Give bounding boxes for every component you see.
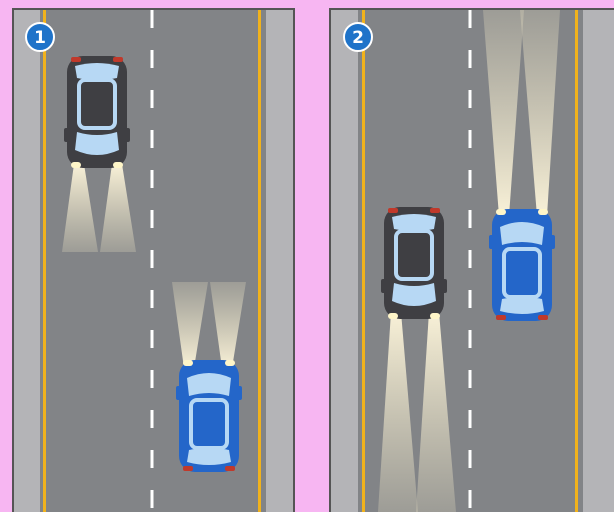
panel-2-blue-car (489, 209, 555, 321)
panel-1-right-yellow-line (258, 10, 261, 512)
panel-2-right-yellow-line (575, 10, 578, 512)
panel-1-number-badge: 1 (26, 23, 54, 51)
panel-1-dark-car (64, 56, 130, 168)
panel-2-number: 2 (352, 28, 364, 48)
panel-1: 1 (12, 8, 295, 512)
panel-1-left-yellow-line (43, 10, 46, 512)
panel-1-blue-car (176, 360, 242, 472)
panel-2-dark-car (381, 207, 447, 319)
panel-2-number-badge: 2 (344, 23, 372, 51)
panel-1-number: 1 (34, 28, 46, 48)
panel-2: 2 (329, 8, 614, 512)
panel-2-left-yellow-line (362, 10, 365, 512)
